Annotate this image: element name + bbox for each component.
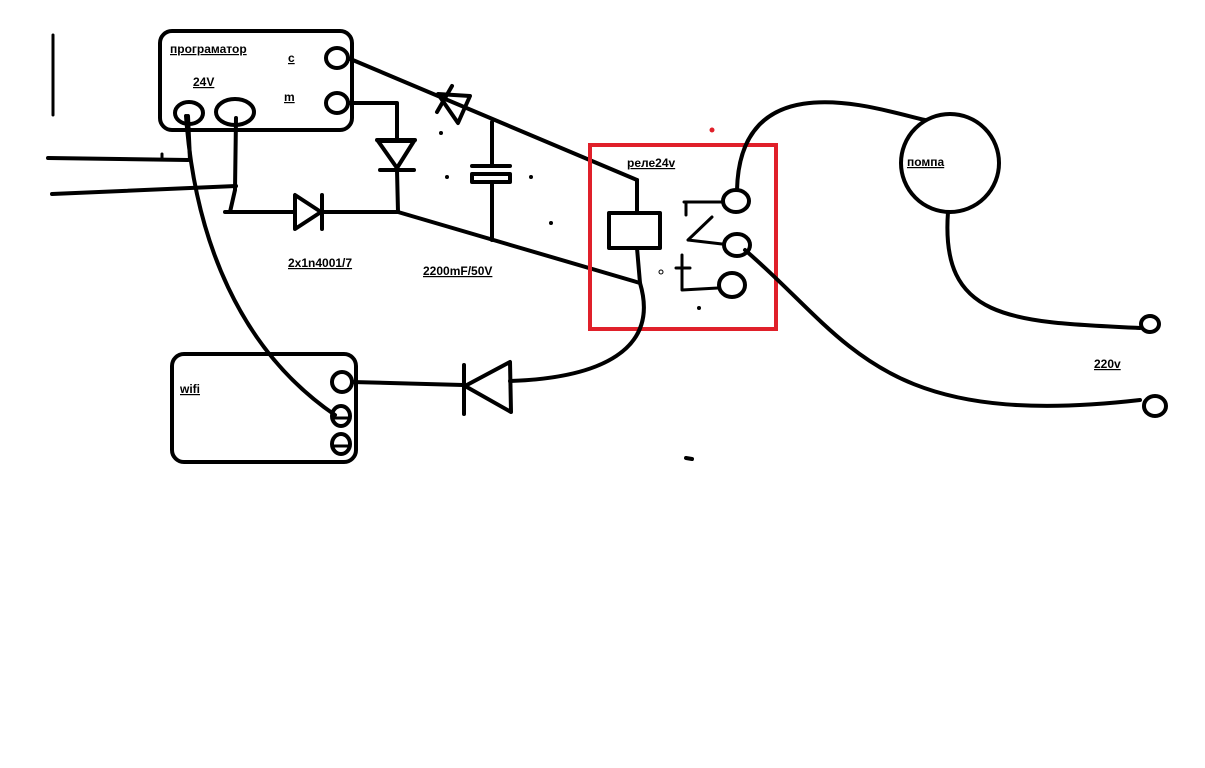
speck-4 xyxy=(549,221,553,225)
relay-block: реле24v xyxy=(588,127,778,331)
pump-block: помпа xyxy=(899,112,1001,214)
diode-1n4001-vertical xyxy=(375,138,417,172)
relay-contact-bottom xyxy=(717,271,747,299)
programmer-box xyxy=(158,29,354,132)
programmer-label-c: c xyxy=(288,51,295,65)
diode-wifi xyxy=(462,360,513,416)
speck-3 xyxy=(529,175,533,179)
wire-24v-b-down xyxy=(228,116,238,214)
wire-junction-to-coil xyxy=(396,210,642,285)
capacitor-label: 2200mF/50V xyxy=(423,264,492,278)
wire-m-terminal xyxy=(346,101,399,142)
programmer-label-m: m xyxy=(284,90,295,104)
stray-mark xyxy=(684,456,694,461)
relay-speck xyxy=(697,306,701,310)
input-wire-top xyxy=(46,156,190,162)
wifi-box xyxy=(170,352,358,464)
wire-pump-to-mains xyxy=(945,210,1142,330)
relay-contact-middle xyxy=(722,232,752,258)
wire-vertical-diode-down xyxy=(395,168,400,214)
diode-flyback xyxy=(435,84,472,125)
mains-terminal-2 xyxy=(1142,394,1168,418)
relay-label: реле24v xyxy=(627,156,675,170)
diodes-label: 2x1n4001/7 xyxy=(288,256,352,270)
pump-label: помпа xyxy=(907,155,945,169)
input-wire-bottom xyxy=(50,184,238,196)
wifi-block: wifi xyxy=(170,352,358,464)
wire-relay-to-wifi-diode xyxy=(508,281,646,383)
relay-coil xyxy=(607,211,662,250)
speck-2 xyxy=(445,175,449,179)
relay-contact-top xyxy=(721,188,751,214)
wifi-terminal-3 xyxy=(330,432,352,456)
relay-switch-arm xyxy=(686,215,724,246)
wifi-terminal-2 xyxy=(330,404,352,428)
diode-1n4001-horizontal xyxy=(293,193,324,231)
wire-wifi-terminal xyxy=(350,380,465,387)
wifi-label: wifi xyxy=(179,382,200,396)
programmer-terminal-m xyxy=(324,91,350,115)
wire-relay-to-mains xyxy=(743,248,1142,408)
relay-switch-top xyxy=(682,200,724,217)
wifi-terminal-1 xyxy=(330,370,354,394)
speck-1 xyxy=(439,131,443,135)
relay-mark-dot xyxy=(709,127,715,133)
mains-label: 220v xyxy=(1094,357,1121,371)
relay-switch-bottom xyxy=(674,253,720,292)
relay-speck-small xyxy=(658,269,664,275)
mains-terminal-1 xyxy=(1139,314,1161,334)
capacitor-2200mf xyxy=(470,120,512,242)
relay-box xyxy=(588,143,778,331)
programmer-terminal-c xyxy=(324,46,350,70)
wire-relay-to-pump xyxy=(735,100,927,192)
programmer-block: програматор c m 24V xyxy=(158,29,354,132)
programmer-label-24v: 24V xyxy=(193,75,214,89)
programmer-title: програматор xyxy=(170,42,247,56)
wire-programmer-to-wifi xyxy=(184,114,337,417)
